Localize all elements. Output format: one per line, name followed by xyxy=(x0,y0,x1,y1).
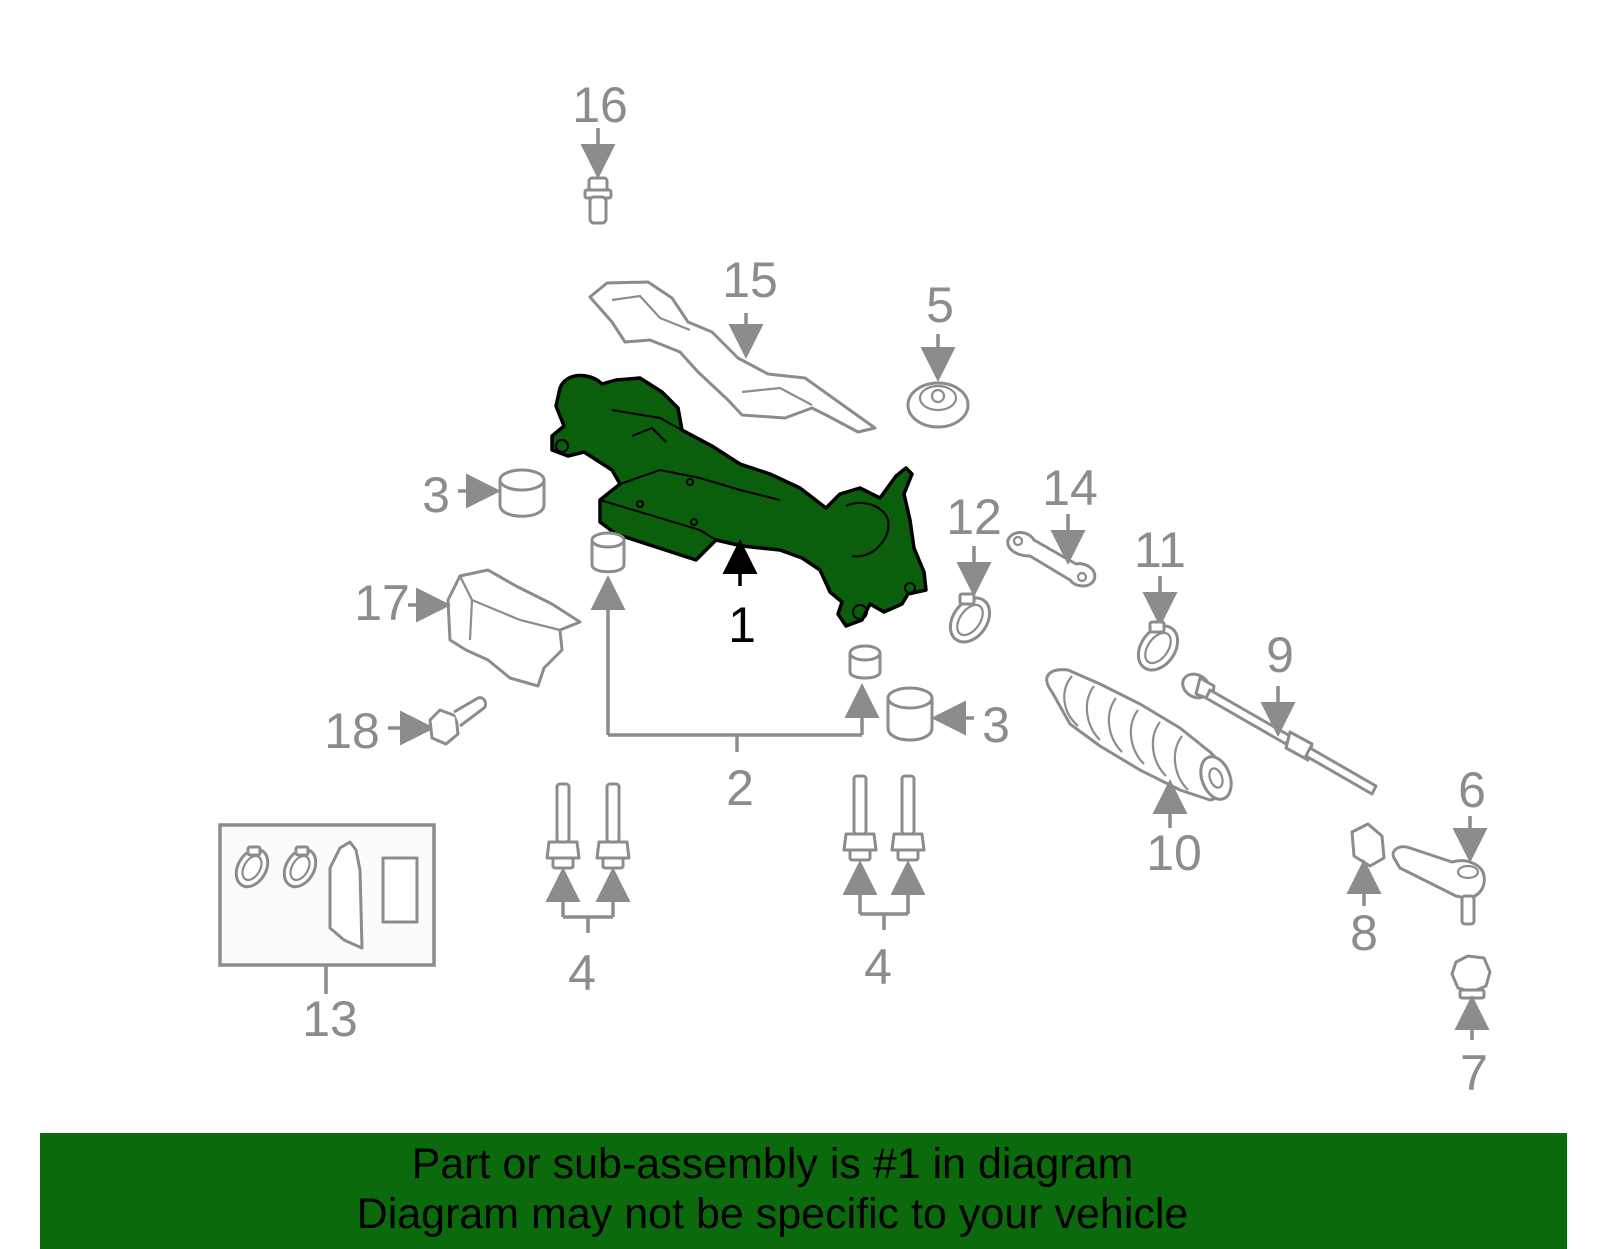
part-8-nut xyxy=(1346,822,1386,906)
part-1-steering-gear xyxy=(550,373,928,628)
part-3-bushing-left xyxy=(458,468,546,518)
part-12-clamp xyxy=(948,546,992,644)
callout-17: 17 xyxy=(354,575,410,631)
part-2-insulators xyxy=(590,531,882,752)
part-17-shield xyxy=(408,568,582,688)
part-9-inner-tie-rod xyxy=(1181,672,1378,796)
callout-16: 16 xyxy=(572,77,628,133)
part-11-clamp xyxy=(1136,576,1180,672)
part-18-bolt xyxy=(388,696,488,746)
callout-18: 18 xyxy=(324,703,380,759)
banner-line-1: Part or sub-assembly is #1 in diagram xyxy=(411,1140,1134,1188)
callout-3-left: 3 xyxy=(422,467,450,523)
callout-2: 2 xyxy=(726,760,754,816)
part-15-heat-shield xyxy=(588,280,877,434)
callout-15: 15 xyxy=(722,252,778,308)
part-14-link xyxy=(1006,514,1097,588)
callout-9: 9 xyxy=(1266,627,1294,683)
callout-1: 1 xyxy=(728,597,756,653)
callout-13: 13 xyxy=(302,991,358,1047)
callout-5: 5 xyxy=(926,277,954,333)
part-4-bolts-right xyxy=(842,774,926,930)
disclaimer-banner: Part or sub-assembly is #1 in diagram Di… xyxy=(40,1133,1567,1249)
part-16-bolt xyxy=(580,128,616,225)
part-6-tie-rod-end xyxy=(1391,816,1488,926)
callout-12: 12 xyxy=(946,489,1002,545)
callout-11: 11 xyxy=(1134,522,1186,578)
banner-line-2: Diagram may not be specific to your vehi… xyxy=(356,1190,1189,1238)
callout-4-left: 4 xyxy=(568,945,596,1001)
part-5-bushing xyxy=(906,334,970,429)
part-4-bolts-left xyxy=(545,782,631,933)
part-10-boot xyxy=(1045,668,1233,828)
callout-14: 14 xyxy=(1042,460,1098,516)
callout-4-right: 4 xyxy=(864,939,892,995)
part-3-bushing-right xyxy=(886,686,974,742)
callout-3-right: 3 xyxy=(982,697,1010,753)
callout-10: 10 xyxy=(1146,825,1202,881)
part-7-nut xyxy=(1450,954,1492,1040)
callout-6: 6 xyxy=(1458,762,1486,818)
part-13-kit xyxy=(218,823,436,994)
callout-8: 8 xyxy=(1350,905,1378,961)
callout-7: 7 xyxy=(1460,1045,1488,1101)
